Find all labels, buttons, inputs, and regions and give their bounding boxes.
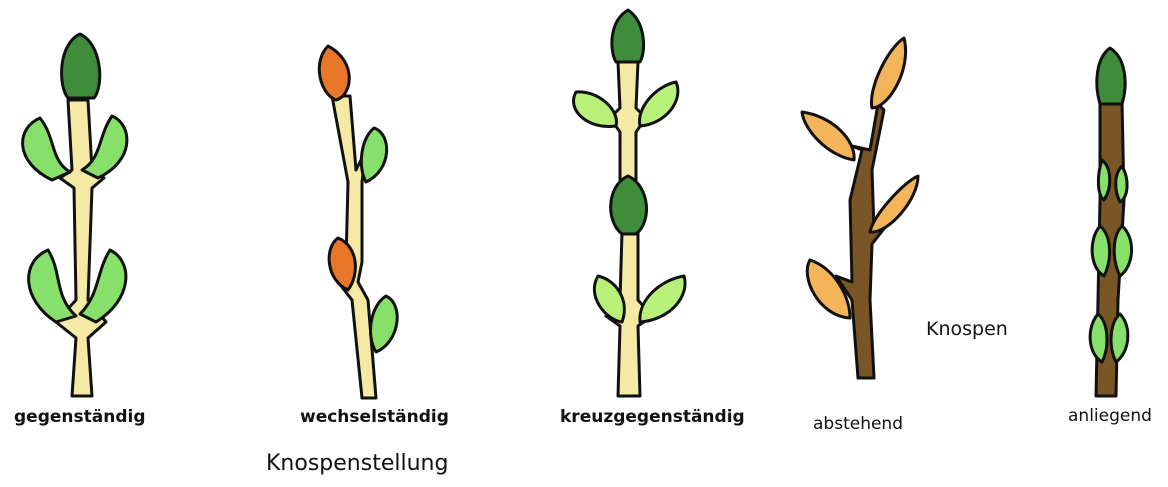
- lateral-bud: [1111, 314, 1128, 362]
- lateral-bud: [639, 82, 677, 126]
- label-kreuzgegenstaendig: kreuzgegenständig: [560, 407, 745, 427]
- terminal-bud: [871, 38, 905, 108]
- label-anliegend: anliegend: [1068, 406, 1152, 426]
- lateral-bud: [1092, 226, 1109, 276]
- terminal-bud: [1097, 48, 1125, 104]
- label-knospenstellung: Knospenstellung: [266, 451, 448, 476]
- lateral-bud: [23, 118, 70, 180]
- twig-wechselstaendig: [319, 46, 397, 398]
- lateral-bud: [29, 250, 76, 322]
- lateral-bud: [1090, 314, 1107, 362]
- lateral-bud: [611, 176, 647, 234]
- twig-abstehend: [802, 38, 918, 378]
- lateral-bud: [1114, 226, 1131, 276]
- lateral-bud: [807, 260, 850, 318]
- lateral-bud: [640, 276, 685, 322]
- twig-anliegend: [1090, 48, 1131, 396]
- terminal-bud: [62, 34, 100, 98]
- label-abstehend: abstehend: [813, 414, 903, 434]
- terminal-bud: [612, 10, 644, 62]
- lateral-bud: [1116, 166, 1127, 202]
- lateral-bud: [371, 296, 398, 352]
- terminal-bud: [319, 46, 349, 100]
- label-wechselstaendig: wechselständig: [300, 407, 449, 427]
- lateral-bud: [361, 128, 386, 182]
- lateral-bud: [574, 92, 617, 127]
- twig-gegenstaendig: [23, 34, 127, 396]
- lateral-bud: [1098, 160, 1109, 200]
- label-gegenstaendig: gegenständig: [14, 407, 145, 427]
- lateral-bud: [802, 112, 854, 160]
- twig-kreuzgegenstaendig: [574, 10, 686, 396]
- label-knospen: Knospen: [926, 318, 1008, 340]
- lateral-bud: [870, 176, 918, 232]
